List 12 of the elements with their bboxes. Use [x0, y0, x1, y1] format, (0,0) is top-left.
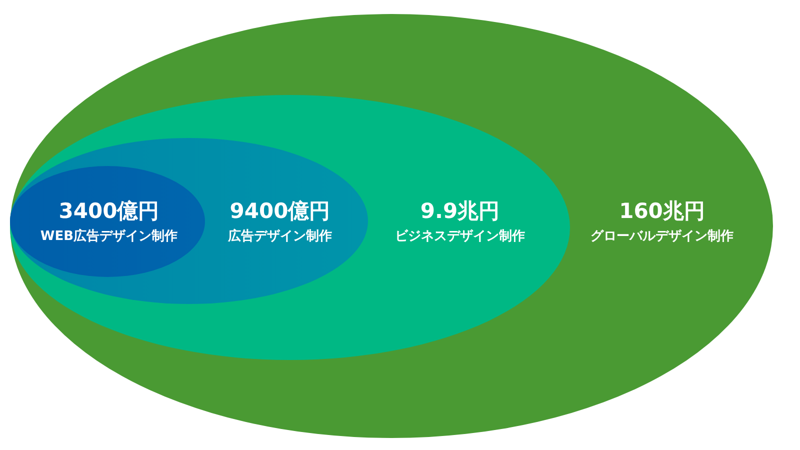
ellipse-region [10, 138, 368, 304]
segment-label: グローバルデザイン制作 [590, 230, 734, 243]
ellipse-region [10, 14, 773, 438]
market-size-value: 9400億円 [230, 201, 330, 222]
market-size-value: 3400億円 [58, 201, 160, 222]
market-size-value: 9.9兆円 [420, 201, 500, 222]
segment-label: ビジネスデザイン制作 [395, 230, 525, 243]
market-size-value: 160兆円 [619, 201, 705, 222]
ellipse-region [10, 95, 570, 360]
ellipse-region [10, 166, 205, 277]
segment-label: 広告デザイン制作 [228, 230, 332, 243]
segment-label: WEB広告デザイン制作 [40, 230, 178, 243]
